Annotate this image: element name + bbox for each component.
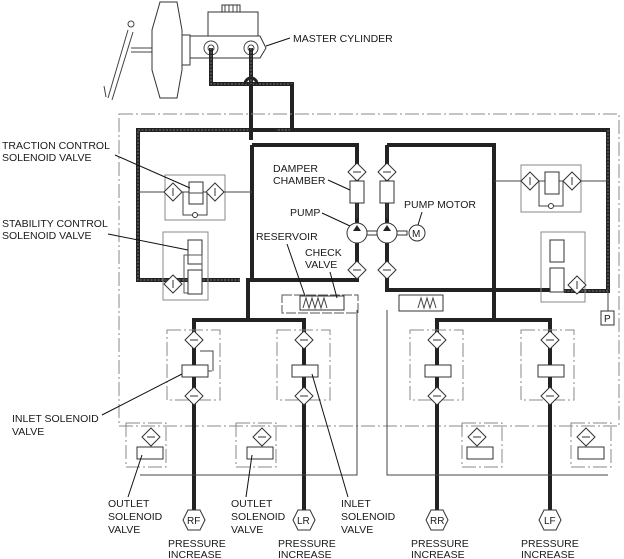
label-pump: PUMP	[290, 207, 320, 219]
label-traction-control-2: SOLENOID VALVE	[2, 152, 91, 164]
traction-control-valve-left	[138, 174, 252, 221]
reservoir-right	[398, 294, 444, 312]
label-inlet-right-2: SOLENOID	[341, 511, 396, 523]
inlet-valve-rr	[409, 329, 464, 406]
svg-text:LF: LF	[544, 516, 556, 527]
svg-text:RR: RR	[430, 516, 444, 527]
outlet-valve-rf	[125, 422, 167, 468]
label-inlet-right-1: INLET	[341, 498, 371, 510]
label-damper-1: DAMPER	[273, 163, 318, 175]
label-outlet-2c: VALVE	[231, 524, 263, 536]
brake-booster	[151, 1, 191, 99]
label-inlet-left-1: INLET SOLENOID	[12, 413, 99, 425]
pump-motor: M	[408, 224, 426, 242]
return-line-right	[386, 310, 608, 476]
label-outlet-1a: OUTLET	[108, 498, 150, 510]
master-cylinder	[189, 4, 267, 59]
damper-chamber-right	[377, 162, 397, 218]
svg-text:INCREASE: INCREASE	[411, 549, 465, 559]
label-check-1: CHECK	[305, 247, 342, 259]
svg-text:INCREASE: INCREASE	[278, 549, 332, 559]
label-stability-control-2: SOLENOID VALVE	[2, 230, 91, 242]
inlet-valve-lf	[520, 329, 575, 406]
wheel-port-rr: RR PRESSURE INCREASE	[411, 509, 469, 559]
stability-control-valve-right	[540, 231, 587, 303]
svg-text:INCREASE: INCREASE	[521, 549, 575, 559]
pump-shaft	[366, 230, 378, 236]
stability-control-valve-left	[162, 231, 209, 301]
svg-text:LR: LR	[297, 516, 310, 527]
reservoir-left	[281, 294, 359, 314]
outlet-valve-lr	[235, 422, 277, 468]
pressure-sensor: P	[600, 291, 615, 326]
motor-shaft	[396, 230, 408, 236]
svg-text:PRESSURE: PRESSURE	[168, 538, 226, 550]
svg-text:PRESSURE: PRESSURE	[278, 538, 336, 550]
pump-outlets	[347, 260, 397, 280]
wheel-port-rf: RF PRESSURE INCREASE	[168, 509, 226, 559]
outlet-valve-rr	[461, 422, 503, 468]
svg-text:M: M	[412, 229, 420, 240]
label-stability-control-1: STABILITY CONTROL	[2, 218, 108, 230]
label-reservoir: RESERVOIR	[256, 231, 318, 243]
svg-text:PRESSURE: PRESSURE	[411, 538, 469, 550]
pipe-crossover	[243, 76, 259, 85]
label-outlet-2b: SOLENOID	[231, 511, 286, 523]
svg-text:RF: RF	[187, 516, 200, 527]
svg-text:PRESSURE: PRESSURE	[521, 538, 579, 550]
label-master-cylinder: MASTER CYLINDER	[293, 33, 393, 45]
pump-right	[376, 222, 398, 244]
wheel-port-lr: LR PRESSURE INCREASE	[278, 509, 336, 559]
svg-text:P: P	[604, 314, 611, 325]
label-pump-motor: PUMP MOTOR	[404, 199, 476, 211]
hcu-boundary	[118, 113, 620, 427]
left-pump-circuit	[192, 143, 359, 510]
damper-chamber-left	[347, 162, 367, 218]
secondary-brake-line	[249, 48, 276, 132]
label-outlet-1c: VALVE	[108, 524, 140, 536]
traction-control-valve-right	[494, 164, 608, 213]
label-outlet-2a: OUTLET	[231, 498, 273, 510]
label-inlet-right-3: VALVE	[341, 524, 373, 536]
label-damper-2: CHAMBER	[273, 175, 326, 187]
label-inlet-left-2: VALVE	[12, 426, 44, 438]
label-check-2: VALVE	[305, 259, 337, 271]
brake-pedal	[103, 20, 152, 101]
outlet-valve-lf	[570, 422, 612, 468]
label-traction-control-1: TRACTION CONTROL	[2, 140, 110, 152]
wheel-port-lf: LF PRESSURE INCREASE	[521, 509, 579, 559]
return-line-left	[140, 310, 358, 476]
label-outlet-1b: SOLENOID	[108, 511, 163, 523]
inlet-valve-rf	[166, 329, 221, 406]
svg-text:INCREASE: INCREASE	[168, 549, 222, 559]
inlet-valve-lr	[276, 329, 331, 406]
